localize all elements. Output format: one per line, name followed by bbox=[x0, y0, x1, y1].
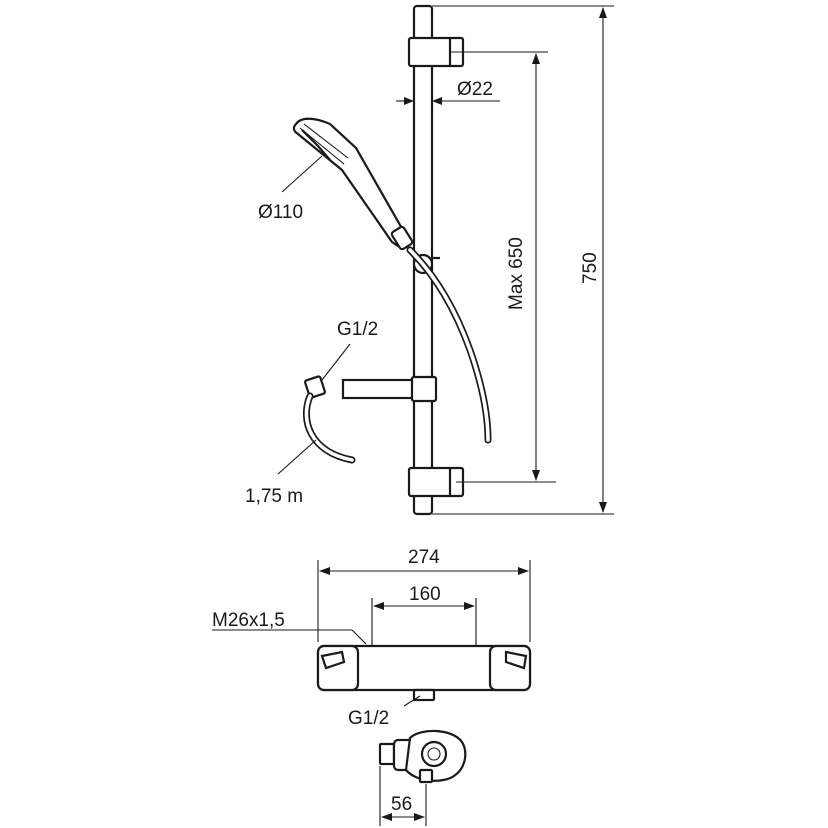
rail-diameter-label: Ø22 bbox=[457, 79, 493, 100]
mixer-width-label: 274 bbox=[408, 547, 440, 568]
hose-length-dimension: 1,75 m bbox=[245, 439, 317, 507]
shower-hose bbox=[406, 246, 492, 444]
mixer-body-side bbox=[378, 729, 467, 784]
hose-connection-dimension: G1/2 bbox=[321, 319, 378, 381]
mixer-body-front bbox=[316, 640, 532, 702]
max-height-label: Max 650 bbox=[506, 237, 527, 310]
hose-connection-label: G1/2 bbox=[337, 319, 378, 340]
mixer-centers-label: 160 bbox=[409, 584, 441, 605]
mixer-depth-dimension: 56 bbox=[379, 766, 427, 826]
handshower-diameter-dimension: Ø110 bbox=[258, 155, 323, 223]
separate-hose bbox=[303, 375, 356, 464]
hand-shower bbox=[292, 117, 414, 251]
mixer-thread-label: M26x1,5 bbox=[212, 610, 285, 631]
mixer-depth-label: 56 bbox=[391, 794, 412, 815]
rail-diameter-dimension: Ø22 bbox=[396, 79, 500, 105]
soap-shelf bbox=[341, 375, 438, 403]
bottom-wall-bracket bbox=[407, 466, 465, 498]
thermostatic-mixer: 274 160 M26x1,5 G1/2 bbox=[212, 547, 532, 826]
mixer-outlet-label: G1/2 bbox=[348, 708, 389, 729]
mixer-width-dimension: 274 bbox=[317, 547, 531, 642]
mixer-centers-dimension: 160 bbox=[371, 584, 477, 644]
hose-length-label: 1,75 m bbox=[245, 486, 303, 507]
max-height-dimension: Max 650 bbox=[450, 51, 556, 483]
handshower-diameter-label: Ø110 bbox=[258, 202, 303, 223]
shower-rail-set: Ø22 Ø110 Max 650 750 G1/2 bbox=[245, 4, 614, 516]
total-height-label: 750 bbox=[580, 252, 601, 284]
mixer-thread-dimension: M26x1,5 bbox=[212, 610, 367, 645]
total-height-dimension: 750 bbox=[432, 5, 614, 515]
mixer-outlet-dimension: G1/2 bbox=[348, 695, 421, 729]
